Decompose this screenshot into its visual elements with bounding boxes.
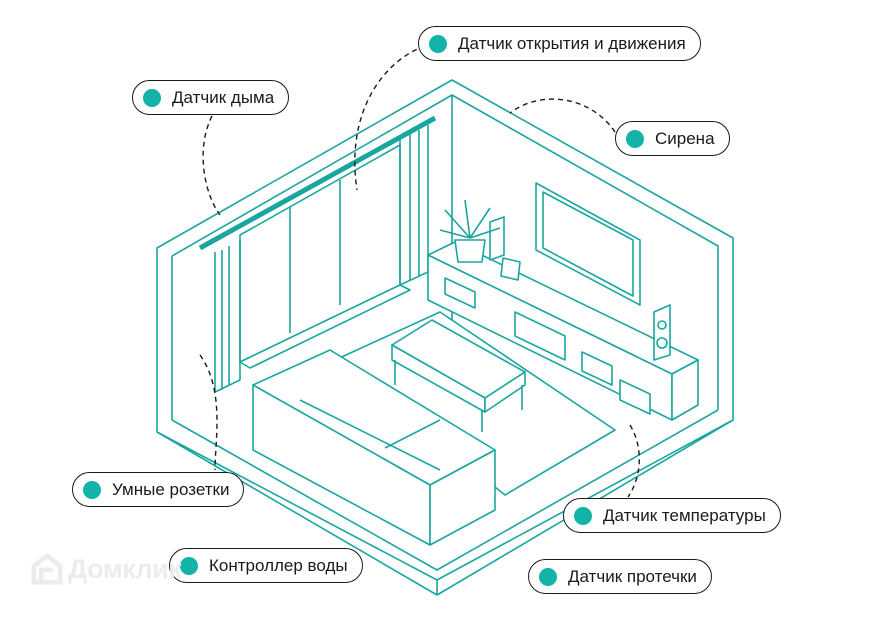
marker-dot-icon bbox=[429, 34, 447, 53]
plant bbox=[439, 199, 521, 281]
tv bbox=[535, 182, 641, 306]
marker-dot-icon bbox=[83, 480, 101, 499]
sofa bbox=[252, 349, 496, 546]
label-text: Датчик открытия и движения bbox=[458, 33, 686, 53]
speakers bbox=[489, 216, 671, 361]
marker-dot-icon bbox=[180, 556, 198, 575]
label-water-controller: Контроллер воды bbox=[169, 548, 363, 583]
label-text: Датчик температуры bbox=[603, 505, 766, 525]
label-temperature-sensor: Датчик температуры bbox=[563, 498, 781, 533]
label-text: Датчик протечки bbox=[568, 566, 697, 586]
marker-dot-icon bbox=[574, 506, 592, 525]
window bbox=[198, 115, 437, 393]
label-leak-sensor: Датчик протечки bbox=[528, 559, 712, 594]
tv-cabinet bbox=[427, 241, 699, 421]
label-text: Умные розетки bbox=[112, 479, 230, 499]
label-text: Сирена bbox=[655, 128, 715, 148]
label-smart-sockets: Умные розетки bbox=[72, 472, 245, 507]
leader-lines bbox=[199, 45, 640, 498]
coffee-table bbox=[391, 319, 526, 432]
label-text: Датчик дыма bbox=[172, 87, 275, 107]
label-smoke-sensor: Датчик дыма bbox=[132, 80, 290, 115]
label-siren: Сирена bbox=[615, 121, 730, 156]
marker-dot-icon bbox=[143, 88, 161, 107]
marker-dot-icon bbox=[539, 567, 557, 586]
label-text: Контроллер воды bbox=[209, 555, 348, 575]
marker-dot-icon bbox=[626, 129, 644, 148]
label-opening-motion-sensor: Датчик открытия и движения bbox=[418, 26, 701, 61]
